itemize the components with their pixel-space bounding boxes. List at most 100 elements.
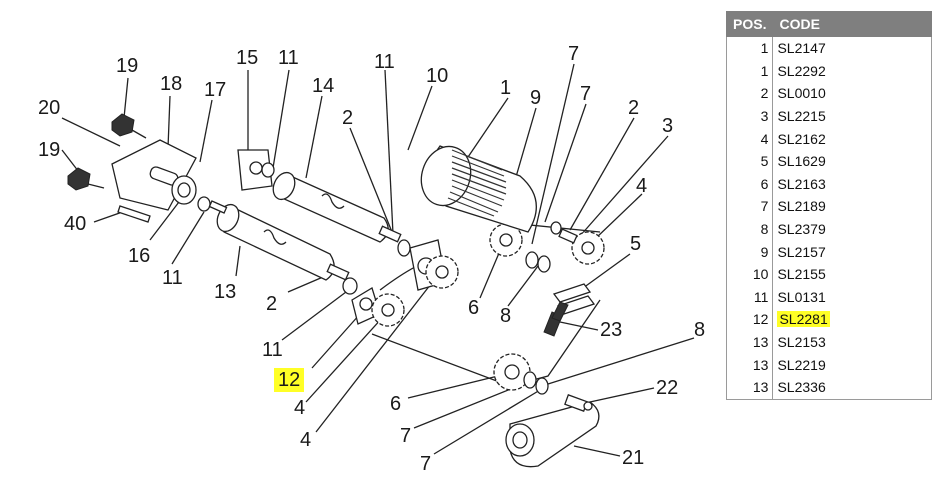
callout-16: 16 (128, 245, 151, 267)
callout-11: 11 (262, 339, 283, 361)
cell-pos: 7 (725, 195, 774, 218)
cell-code: SL2281 (772, 308, 933, 331)
cell-code: SL2215 (772, 104, 933, 128)
cell-code: SL0010 (772, 82, 933, 105)
cell-code: SL2163 (772, 172, 933, 196)
code-value: SL2292 (777, 62, 826, 79)
code-value: SL2155 (777, 266, 826, 283)
header-pos: POS. (725, 11, 774, 37)
cell-pos: 13 (725, 353, 774, 376)
cell-pos: 12 (725, 308, 774, 331)
code-value: SL0131 (777, 288, 826, 305)
callout-7: 7 (568, 43, 580, 65)
cell-pos: 11 (725, 285, 774, 309)
callout-6: 6 (390, 393, 402, 415)
cell-pos: 1 (725, 36, 774, 60)
cell-code: SL2219 (772, 353, 933, 376)
code-value: SL2189 (777, 198, 826, 215)
callout-9: 9 (530, 87, 542, 109)
cell-pos: 13 (725, 330, 774, 354)
callout-5: 5 (630, 233, 642, 255)
callout-17: 17 (204, 79, 227, 101)
callout-18: 18 (160, 73, 183, 95)
callout-7: 7 (400, 425, 412, 447)
cell-code: SL2162 (772, 127, 933, 150)
callout-13: 13 (214, 281, 237, 303)
cell-pos: 1 (725, 59, 774, 83)
callout-3: 3 (662, 115, 674, 137)
cell-code: SL2147 (772, 36, 933, 60)
callout-22: 22 (656, 377, 679, 399)
table-header-row: POS. CODE (725, 11, 933, 37)
code-value: SL2215 (777, 108, 826, 125)
callout-12-highlighted: 12 (274, 368, 305, 392)
cell-code: SL2189 (772, 195, 933, 218)
callout-14: 14 (312, 75, 335, 97)
callout-1: 1 (500, 77, 512, 99)
code-value: SL2379 (777, 221, 826, 238)
callout-10: 10 (426, 65, 449, 87)
cell-code: SL2155 (772, 262, 933, 286)
tension-arm (505, 394, 600, 468)
cell-pos: 8 (725, 217, 774, 241)
roller-lower (208, 200, 358, 295)
code-value: SL2219 (777, 356, 826, 373)
code-value: SL2157 (777, 243, 826, 260)
callout-21: 21 (622, 447, 645, 469)
callout-19: 19 (38, 139, 61, 161)
cell-pos: 9 (725, 240, 774, 263)
cell-code: SL2379 (772, 217, 933, 241)
cell-pos: 6 (725, 172, 774, 196)
roller-upper (261, 162, 411, 257)
cell-pos: 4 (725, 127, 774, 150)
cell-code: SL2157 (772, 240, 933, 263)
header-code: CODE (772, 11, 933, 37)
callout-7: 7 (420, 453, 432, 475)
callout-19: 19 (116, 55, 139, 77)
callout-4: 4 (636, 175, 648, 197)
cell-pos: 2 (725, 82, 774, 105)
callout-40: 40 (64, 213, 87, 235)
cell-code: SL2336 (772, 375, 933, 400)
callout-20: 20 (38, 97, 61, 119)
motor (420, 145, 537, 233)
callout-11: 11 (278, 47, 299, 69)
cell-code: SL2292 (772, 59, 933, 83)
callout-8: 8 (500, 305, 512, 327)
callout-4: 4 (294, 397, 306, 419)
cell-code: SL0131 (772, 285, 933, 309)
callout-6: 6 (468, 297, 480, 319)
cell-pos: 5 (725, 149, 774, 173)
code-value: SL2153 (777, 334, 826, 351)
chain-links (543, 283, 596, 337)
cell-pos: 3 (725, 104, 774, 128)
code-value: SL2147 (777, 40, 826, 57)
callout-2: 2 (628, 97, 640, 119)
callout-8: 8 (694, 319, 706, 341)
code-value: SL0010 (777, 85, 826, 102)
cell-pos: 13 (725, 375, 774, 400)
callout-4: 4 (300, 429, 312, 451)
callout-11: 11 (162, 267, 183, 289)
code-value: SL2162 (777, 130, 826, 147)
sprockets (371, 223, 605, 391)
callout-15: 15 (236, 47, 259, 69)
callout-2: 2 (266, 293, 278, 315)
callout-2: 2 (342, 107, 354, 129)
